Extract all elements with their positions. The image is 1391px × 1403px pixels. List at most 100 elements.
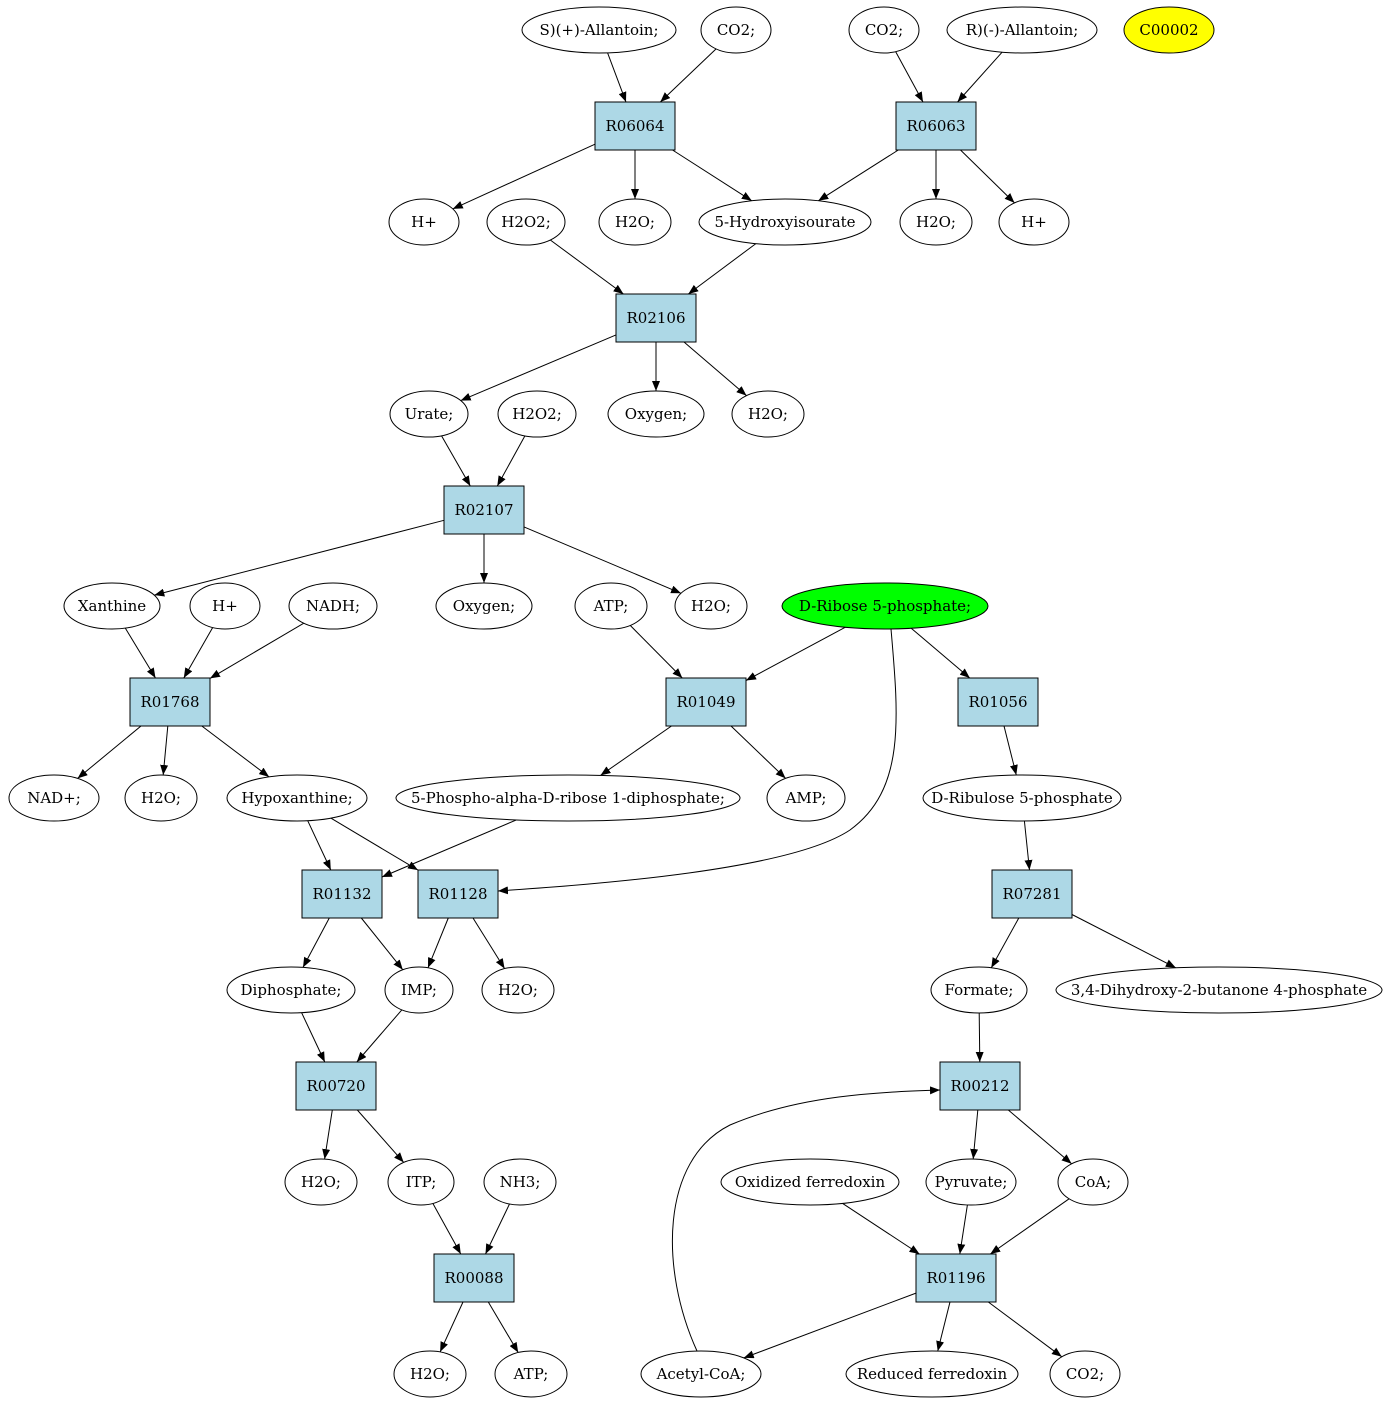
- compound-node-nadplus[interactable]: NAD+;: [8, 774, 100, 822]
- node-label: Reduced ferredoxin: [857, 1365, 1008, 1383]
- node-label: H2O;: [301, 1173, 341, 1191]
- reaction-node-R00720[interactable]: R00720: [295, 1061, 377, 1111]
- edge-hplus_c-to-R01768: [183, 627, 214, 679]
- edge-nadh-to-R01768: [209, 622, 305, 679]
- node-label: H+: [1021, 213, 1047, 231]
- node-layer: S)(+)-Allantoin; CO2; CO2; R)(-)-Allantoin;…: [8, 6, 1383, 1398]
- node-label: C00002: [1139, 21, 1198, 39]
- compound-node-h2o-c[interactable]: H2O;: [731, 390, 805, 438]
- node-label: Diphosphate;: [241, 981, 342, 999]
- compound-node-diphosphate[interactable]: Diphosphate;: [226, 966, 356, 1014]
- compound-node-hplus-a[interactable]: H+: [388, 198, 460, 246]
- compound-node-co2-b[interactable]: CO2;: [848, 6, 920, 54]
- compound-node-nh3[interactable]: NH3;: [483, 1158, 557, 1206]
- node-label: H+: [411, 213, 437, 231]
- compound-node-itp[interactable]: ITP;: [387, 1158, 455, 1206]
- compound-node-h2o2-b[interactable]: H2O2;: [497, 390, 577, 438]
- reaction-box: [615, 293, 697, 343]
- compound-node-h2o-d[interactable]: H2O;: [674, 582, 748, 630]
- reaction-node-R01196[interactable]: R01196: [915, 1253, 997, 1303]
- compound-node-dhbp[interactable]: 3,4-Dihydroxy-2-butanone 4-phosphate: [1055, 966, 1383, 1014]
- node-label: S)(+)-Allantoin;: [539, 21, 658, 39]
- compound-node-h2o-a[interactable]: H2O;: [598, 198, 672, 246]
- node-label: H2O;: [141, 789, 181, 807]
- compound-node-formate[interactable]: Formate;: [930, 966, 1028, 1014]
- reaction-node-R06063[interactable]: R06063: [895, 101, 977, 151]
- compound-ellipse: [766, 774, 846, 822]
- node-label: NAD+;: [27, 789, 81, 807]
- node-label: ATP;: [593, 597, 629, 615]
- reaction-box: [295, 1061, 377, 1111]
- edge-R01049-to-amp: [730, 725, 786, 779]
- reaction-node-R02106[interactable]: R02106: [615, 293, 697, 343]
- compound-node-urate[interactable]: Urate;: [389, 390, 469, 438]
- node-label: H2O;: [410, 1365, 450, 1383]
- compound-node-red-ferredoxin[interactable]: Reduced ferredoxin: [845, 1350, 1019, 1398]
- compound-ellipse: [8, 774, 100, 822]
- compound-node-ribose5p[interactable]: D-Ribose 5-phosphate;: [781, 582, 989, 630]
- reaction-node-R01132[interactable]: R01132: [301, 869, 383, 919]
- compound-node-h2o-b[interactable]: H2O;: [899, 198, 973, 246]
- compound-node-h2o-f[interactable]: H2O;: [481, 966, 555, 1014]
- edge-R02107-to-h2o_d: [523, 526, 682, 594]
- node-label: R01132: [312, 885, 371, 903]
- compound-node-co2-a[interactable]: CO2;: [700, 6, 772, 54]
- edge-layer: [77, 48, 1177, 1359]
- compound-node-pyruvate[interactable]: Pyruvate;: [925, 1158, 1017, 1206]
- compound-node-h2o-h[interactable]: H2O;: [393, 1350, 467, 1398]
- reaction-node-R06064[interactable]: R06064: [594, 101, 676, 151]
- compound-node-amp[interactable]: AMP;: [766, 774, 846, 822]
- compound-ellipse: [284, 1158, 358, 1206]
- compound-node-prpp[interactable]: 5-Phospho-alpha-D-ribose 1-diphosphate;: [395, 774, 741, 822]
- edge-R01768-to-h2o_e: [160, 725, 169, 776]
- compound-node-h2o-e[interactable]: H2O;: [124, 774, 198, 822]
- reaction-node-R01056[interactable]: R01056: [957, 677, 1039, 727]
- compound-ellipse: [63, 582, 161, 630]
- compound-ellipse: [288, 582, 378, 630]
- node-label: R)(-)-Allantoin;: [966, 21, 1079, 39]
- node-label: CO2;: [1066, 1365, 1104, 1383]
- compound-node-oxygen-a[interactable]: Oxygen;: [607, 390, 705, 438]
- node-label: Xanthine: [78, 597, 146, 615]
- reaction-node-R02107[interactable]: R02107: [443, 485, 525, 535]
- compound-node-atp-b[interactable]: ATP;: [494, 1350, 568, 1398]
- edge-R01196-to-acetyl_coa: [743, 1292, 917, 1359]
- edge-R01768-to-nadplus: [77, 725, 142, 779]
- compound-node-ribulose5p[interactable]: D-Ribulose 5-phosphate: [922, 774, 1122, 822]
- reaction-node-R01049[interactable]: R01049: [665, 677, 747, 727]
- compound-node-co2-c[interactable]: CO2;: [1049, 1350, 1121, 1398]
- compound-node-r-allantoin[interactable]: R)(-)-Allantoin;: [946, 6, 1098, 54]
- edge-R00212-to-coa: [1007, 1109, 1072, 1165]
- reaction-node-R00212[interactable]: R00212: [939, 1061, 1021, 1111]
- edge-R02106-to-h2o_c: [683, 341, 747, 396]
- compound-node-acetyl-coa[interactable]: Acetyl-CoA;: [640, 1350, 762, 1398]
- compound-node-h2o2-a[interactable]: H2O2;: [486, 198, 566, 246]
- edge-R01128-to-h2o_f: [472, 917, 506, 969]
- reaction-node-R01768[interactable]: R01768: [129, 677, 211, 727]
- compound-node-imp[interactable]: IMP;: [384, 966, 454, 1014]
- compound-node-xanthine[interactable]: Xanthine: [63, 582, 161, 630]
- compound-node-h2o-g[interactable]: H2O;: [284, 1158, 358, 1206]
- compound-node-s-allantoin[interactable]: S)(+)-Allantoin;: [521, 6, 677, 54]
- reaction-node-R01128[interactable]: R01128: [417, 869, 499, 919]
- reaction-node-R00088[interactable]: R00088: [433, 1253, 515, 1303]
- compound-node-hydroxyisourate[interactable]: 5-Hydroxyisourate: [698, 198, 872, 246]
- compound-node-hplus-b[interactable]: H+: [998, 198, 1070, 246]
- compound-node-nadh[interactable]: NADH;: [288, 582, 378, 630]
- compound-node-c00002[interactable]: C00002: [1123, 6, 1215, 54]
- edge-R06064-to-hydroxyisourate: [672, 149, 753, 202]
- compound-node-atp-a[interactable]: ATP;: [574, 582, 648, 630]
- compound-node-ox-ferredoxin[interactable]: Oxidized ferredoxin: [720, 1158, 900, 1206]
- node-label: CO2;: [717, 21, 755, 39]
- reaction-node-R07281[interactable]: R07281: [991, 869, 1073, 919]
- edge-R01196-to-red_ferredoxin: [936, 1301, 951, 1352]
- compound-ellipse: [395, 774, 741, 822]
- compound-node-hypoxanthine[interactable]: Hypoxanthine;: [226, 774, 368, 822]
- compound-node-coa[interactable]: CoA;: [1057, 1158, 1129, 1206]
- compound-node-hplus-c[interactable]: H+: [189, 582, 261, 630]
- edge-pyruvate-to-R01196: [957, 1204, 968, 1255]
- node-label: Urate;: [405, 405, 454, 423]
- compound-node-oxygen-b[interactable]: Oxygen;: [435, 582, 533, 630]
- reaction-box: [991, 869, 1073, 919]
